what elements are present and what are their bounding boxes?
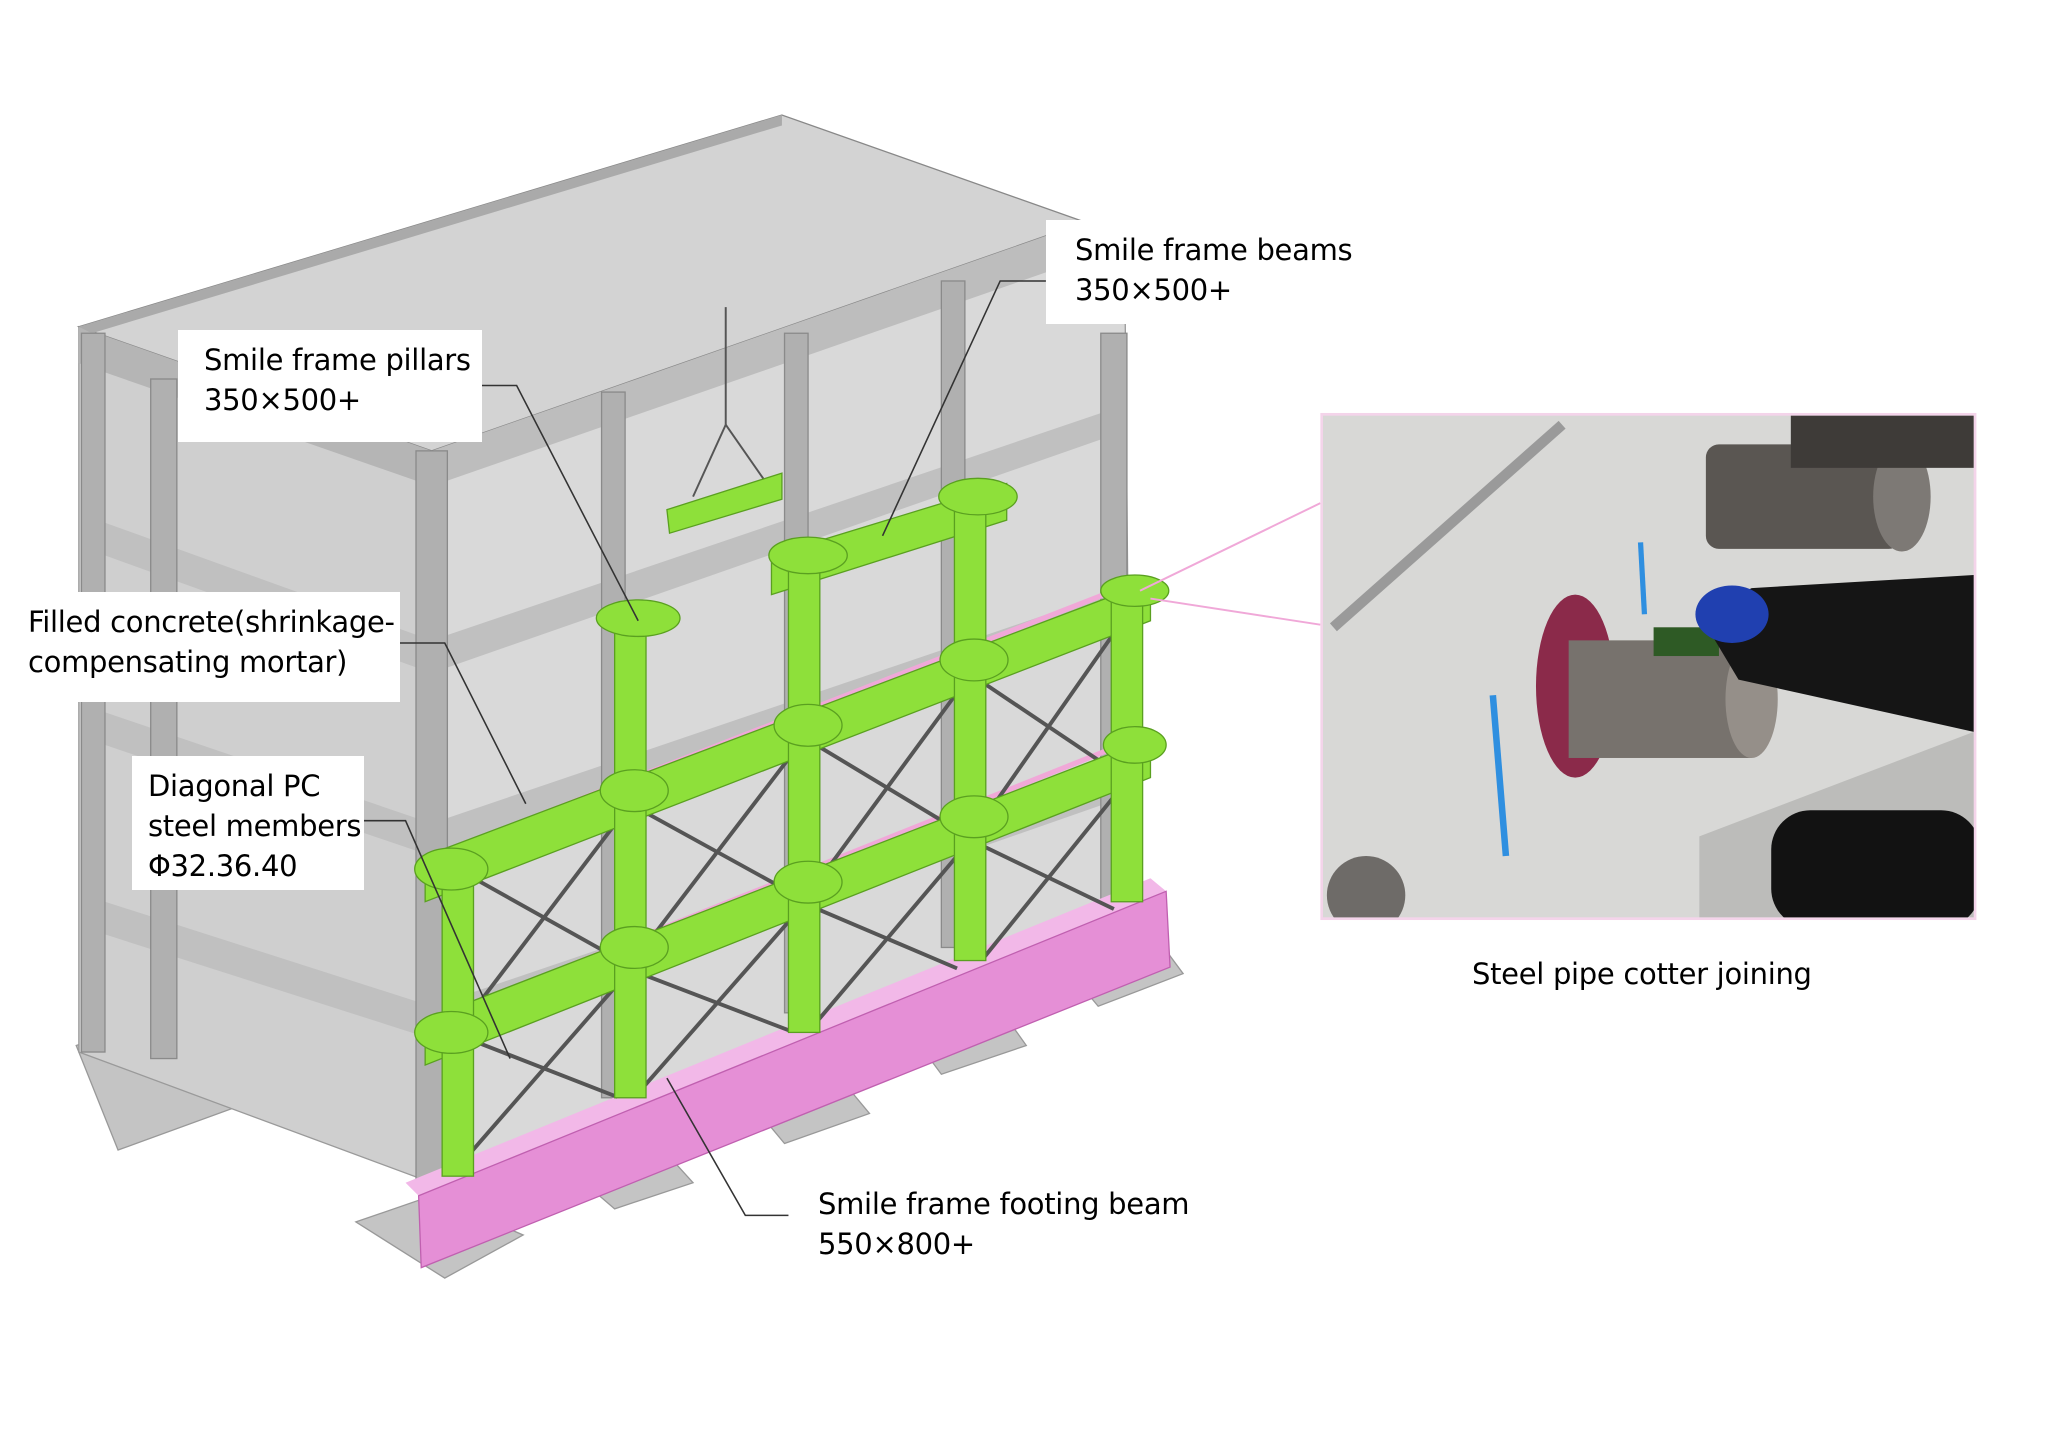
label-beams-line1: Smile frame beams <box>1075 233 1353 267</box>
diagonal-brace <box>981 632 1116 822</box>
column <box>150 378 178 1060</box>
label-footing-line1: Smile frame footing beam <box>818 1187 1190 1221</box>
pillar-joint <box>414 847 489 891</box>
label-footing: Smile frame footing beam 550×800+ <box>818 1184 1190 1264</box>
photo-leader <box>1139 502 1321 592</box>
label-pillars: Smile frame pillars 350×500+ <box>178 330 482 442</box>
pillar-joint <box>939 638 1009 682</box>
diagonal-brace <box>815 854 959 1023</box>
frame-pillar <box>953 489 987 962</box>
diagonal-steel-members <box>469 632 1116 1154</box>
label-beams-line2: 350×500+ <box>1075 273 1232 307</box>
label-filled-concrete: Filled concrete(shrinkage- compensating … <box>0 592 400 702</box>
steel-pipe <box>1705 444 1902 549</box>
diagonal-brace <box>641 754 793 950</box>
label-pillars-line2: 350×500+ <box>204 383 361 417</box>
blue-mark <box>1489 694 1510 857</box>
worker-arm <box>1771 810 1974 918</box>
pillar-joint <box>1102 725 1167 764</box>
blue-glove <box>1695 585 1769 643</box>
label-beams: Smile frame beams 350×500+ <box>1046 220 1364 324</box>
crane-line <box>692 424 727 498</box>
photo-leader <box>1150 597 1321 626</box>
frame-pillar <box>787 548 821 1034</box>
crane-line <box>724 424 766 482</box>
cotter-joint-photo <box>1320 412 1977 921</box>
label-pillars-line1: Smile frame pillars <box>204 343 471 377</box>
frame-pillar <box>613 613 647 1099</box>
label-filled-line1: Filled concrete(shrinkage- <box>28 605 395 639</box>
label-diagonal-line2: steel members <box>148 809 362 843</box>
leader-footing <box>666 1077 789 1217</box>
pillar-capital <box>768 536 848 575</box>
pipe-hole <box>1326 856 1406 918</box>
pillar-joint <box>414 1010 489 1054</box>
leader-lines <box>362 280 1046 1217</box>
diagonal-brace <box>641 917 793 1089</box>
pillar-joint <box>773 860 843 904</box>
diagonal-brace <box>469 983 619 1154</box>
pillar-joint <box>773 703 843 747</box>
pillar-joint <box>599 769 669 813</box>
blue-mark <box>1637 542 1648 615</box>
steel-pipe <box>1568 640 1752 758</box>
pillar-joint <box>939 795 1009 839</box>
label-diagonal: Diagonal PC steel members Φ32.36.40 <box>132 756 364 890</box>
leader-filled <box>399 642 527 805</box>
footing-beam-front <box>417 890 1171 1269</box>
diagonal-brace <box>469 820 619 1015</box>
hanging-beam <box>666 472 783 535</box>
leader-beams <box>881 280 1046 537</box>
label-filled-line2: compensating mortar) <box>28 645 348 679</box>
steel-pipe <box>1790 415 1974 468</box>
pillar-capital <box>938 477 1018 516</box>
photo-caption: Steel pipe cotter joining <box>1472 957 1812 991</box>
label-diagonal-line3: Φ32.36.40 <box>148 849 298 883</box>
pipe-end <box>1873 441 1931 552</box>
roof-parapet <box>431 222 1086 487</box>
wall-joint-line <box>1329 420 1566 632</box>
smile-frame <box>414 477 1170 1177</box>
label-footing-line2: 550×800+ <box>818 1227 975 1261</box>
leader-pillars <box>481 384 639 622</box>
roof-parapet <box>78 115 782 334</box>
pillar-capital <box>1100 574 1170 608</box>
leader-diagonal <box>362 819 511 1059</box>
diagonal-brace <box>815 691 959 884</box>
pillar-joint <box>599 925 669 970</box>
pillar-capital <box>595 599 681 638</box>
label-diagonal-line1: Diagonal PC <box>148 769 321 803</box>
diagonal-brace <box>981 795 1116 960</box>
